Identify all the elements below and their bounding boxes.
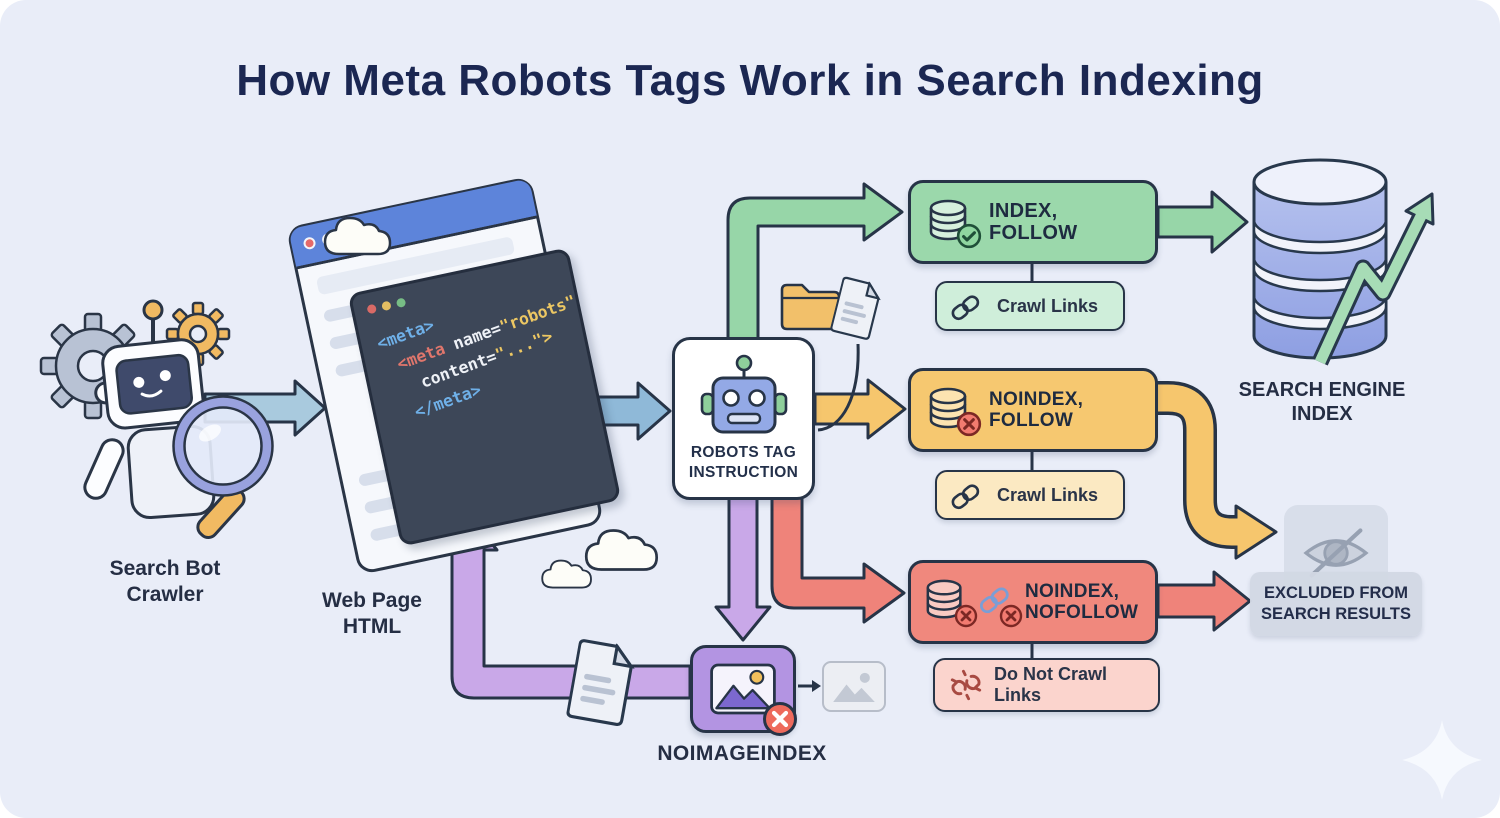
search-engine-index-label: SEARCH ENGINE INDEX: [1238, 379, 1406, 426]
index-follow-card: INDEX, FOLLOW: [908, 180, 1158, 264]
noindex-follow-card: NOINDEX, FOLLOW: [908, 368, 1158, 452]
blocked-image-icon: [822, 661, 886, 712]
search-bot-crawler-illustration: [39, 299, 274, 540]
noindex-nofollow-label: NOINDEX, NOFOLLOW: [1025, 580, 1139, 623]
noindex-nofollow-card: NOINDEX, NOFOLLOW: [908, 560, 1158, 644]
x-circle-icon: [763, 702, 797, 736]
robot-head-icon: [700, 354, 787, 434]
excluded-from-search-results-box: EXCLUDED FROM SEARCH RESULTS: [1250, 572, 1422, 636]
document-icon: [565, 638, 636, 727]
meta-robots-code: <meta> <meta name="robots" content="..."…: [373, 264, 597, 429]
do-not-crawl-links-card: Do Not Crawl Links: [933, 658, 1160, 712]
growth-arrow-icon: [1312, 192, 1435, 366]
magnifier-icon: [172, 395, 274, 540]
document-icon: [829, 276, 883, 341]
arrow-robots-to-index-follow: [726, 182, 904, 347]
arrow-robots-to-noimageindex: [714, 493, 772, 642]
noimageindex-box: [690, 645, 797, 736]
noimageindex-label: NOIMAGEINDEX: [657, 742, 827, 765]
mini-dot-green-icon: [395, 297, 407, 309]
arrow-nofollow-to-excluded: [1156, 570, 1252, 632]
arrow-noindexfollow-to-excluded: [1156, 381, 1278, 560]
arrow-robots-to-noindex-nofollow: [770, 493, 906, 624]
index-follow-label: INDEX, FOLLOW: [989, 199, 1078, 244]
crawl-links-label: Crawl Links: [997, 295, 1099, 316]
cloud-icon: [584, 529, 659, 571]
crawl-links-label: Crawl Links: [997, 484, 1099, 505]
sparkle-icon: [1402, 720, 1482, 800]
folder-icon: [780, 283, 841, 331]
folder-document-decoration: [780, 276, 883, 341]
traffic-light-red-icon: [302, 236, 317, 251]
cloud-icon: [322, 212, 394, 260]
x-circle-icon: [999, 604, 1023, 628]
crawl-links-card-green: Crawl Links: [935, 281, 1125, 331]
image-ghost-icon: [833, 672, 875, 702]
crawler-label: Search Bot Crawler: [109, 557, 221, 606]
image-icon: [710, 663, 776, 715]
do-not-crawl-links-label: Do Not Crawl Links: [994, 664, 1108, 705]
mini-dot-yellow-icon: [381, 300, 392, 312]
database-icon: [1252, 158, 1388, 360]
robots-tag-instruction-card: ROBOTS TAG INSTRUCTION: [672, 337, 815, 500]
chain-link-icon: [949, 481, 982, 511]
robots-tag-label: ROBOTS TAG INSTRUCTION: [688, 443, 799, 481]
search-engine-index-illustration: [1252, 158, 1435, 366]
chain-link-icon: [949, 292, 982, 322]
crawl-links-card-yellow: Crawl Links: [935, 470, 1125, 520]
arrow-index-to-searchindex: [1156, 190, 1249, 254]
noindex-follow-label: NOINDEX, FOLLOW: [989, 388, 1084, 431]
webpage-label: Web Page HTML: [322, 589, 422, 638]
small-arrowhead: [812, 680, 821, 692]
check-icon: [956, 223, 982, 249]
arrow-robots-to-noindex-follow: [813, 378, 907, 440]
page-title: How Meta Robots Tags Work in Search Inde…: [236, 56, 1264, 105]
x-circle-icon: [954, 604, 978, 628]
mini-dot-red-icon: [366, 303, 378, 315]
broken-chain-icon: [950, 669, 982, 701]
x-circle-icon: [956, 411, 982, 437]
robot-crawler-icon: [83, 299, 274, 540]
